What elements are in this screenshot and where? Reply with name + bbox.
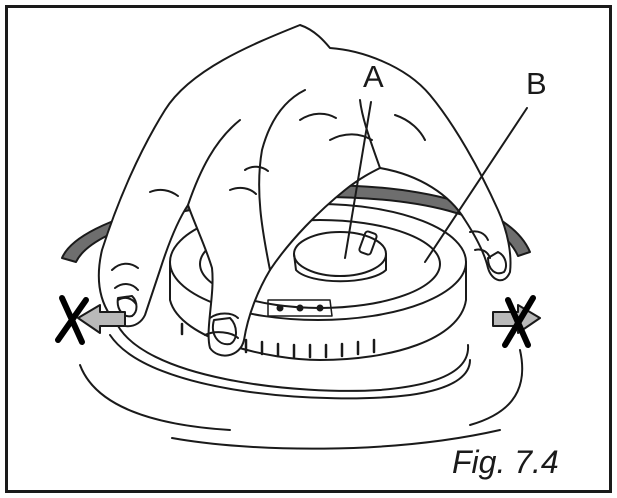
cap-a-prong-right xyxy=(358,230,378,256)
scale-ticks xyxy=(180,322,376,359)
border xyxy=(5,5,612,493)
finger-line-1 xyxy=(187,119,241,206)
rotation-line-right xyxy=(469,349,524,426)
figure-caption: Fig. 7.4 xyxy=(452,444,559,480)
hand-outline xyxy=(97,24,512,357)
leader-a xyxy=(344,101,372,259)
ring-b-lower-edge xyxy=(114,319,470,392)
cap-a xyxy=(293,231,387,277)
fingernail-2 xyxy=(212,317,237,346)
rotation-line-lower xyxy=(171,429,501,450)
callout-label-a: A xyxy=(363,59,384,94)
cap-a-side xyxy=(293,253,387,283)
leader-b xyxy=(424,107,528,263)
arrow-left xyxy=(77,304,126,334)
fingernail-1 xyxy=(116,295,138,318)
callout-label-b: B xyxy=(526,66,547,101)
x-mark-left xyxy=(55,295,89,345)
fingernail-3 xyxy=(487,251,507,275)
ring-b-side xyxy=(169,261,467,361)
ring-b-base xyxy=(109,334,471,400)
cap-a-window xyxy=(267,299,333,317)
finger-line-2 xyxy=(258,89,306,271)
rotation-line-left xyxy=(79,364,231,431)
x-mark-right xyxy=(502,295,536,348)
burner-illustration xyxy=(61,24,531,450)
